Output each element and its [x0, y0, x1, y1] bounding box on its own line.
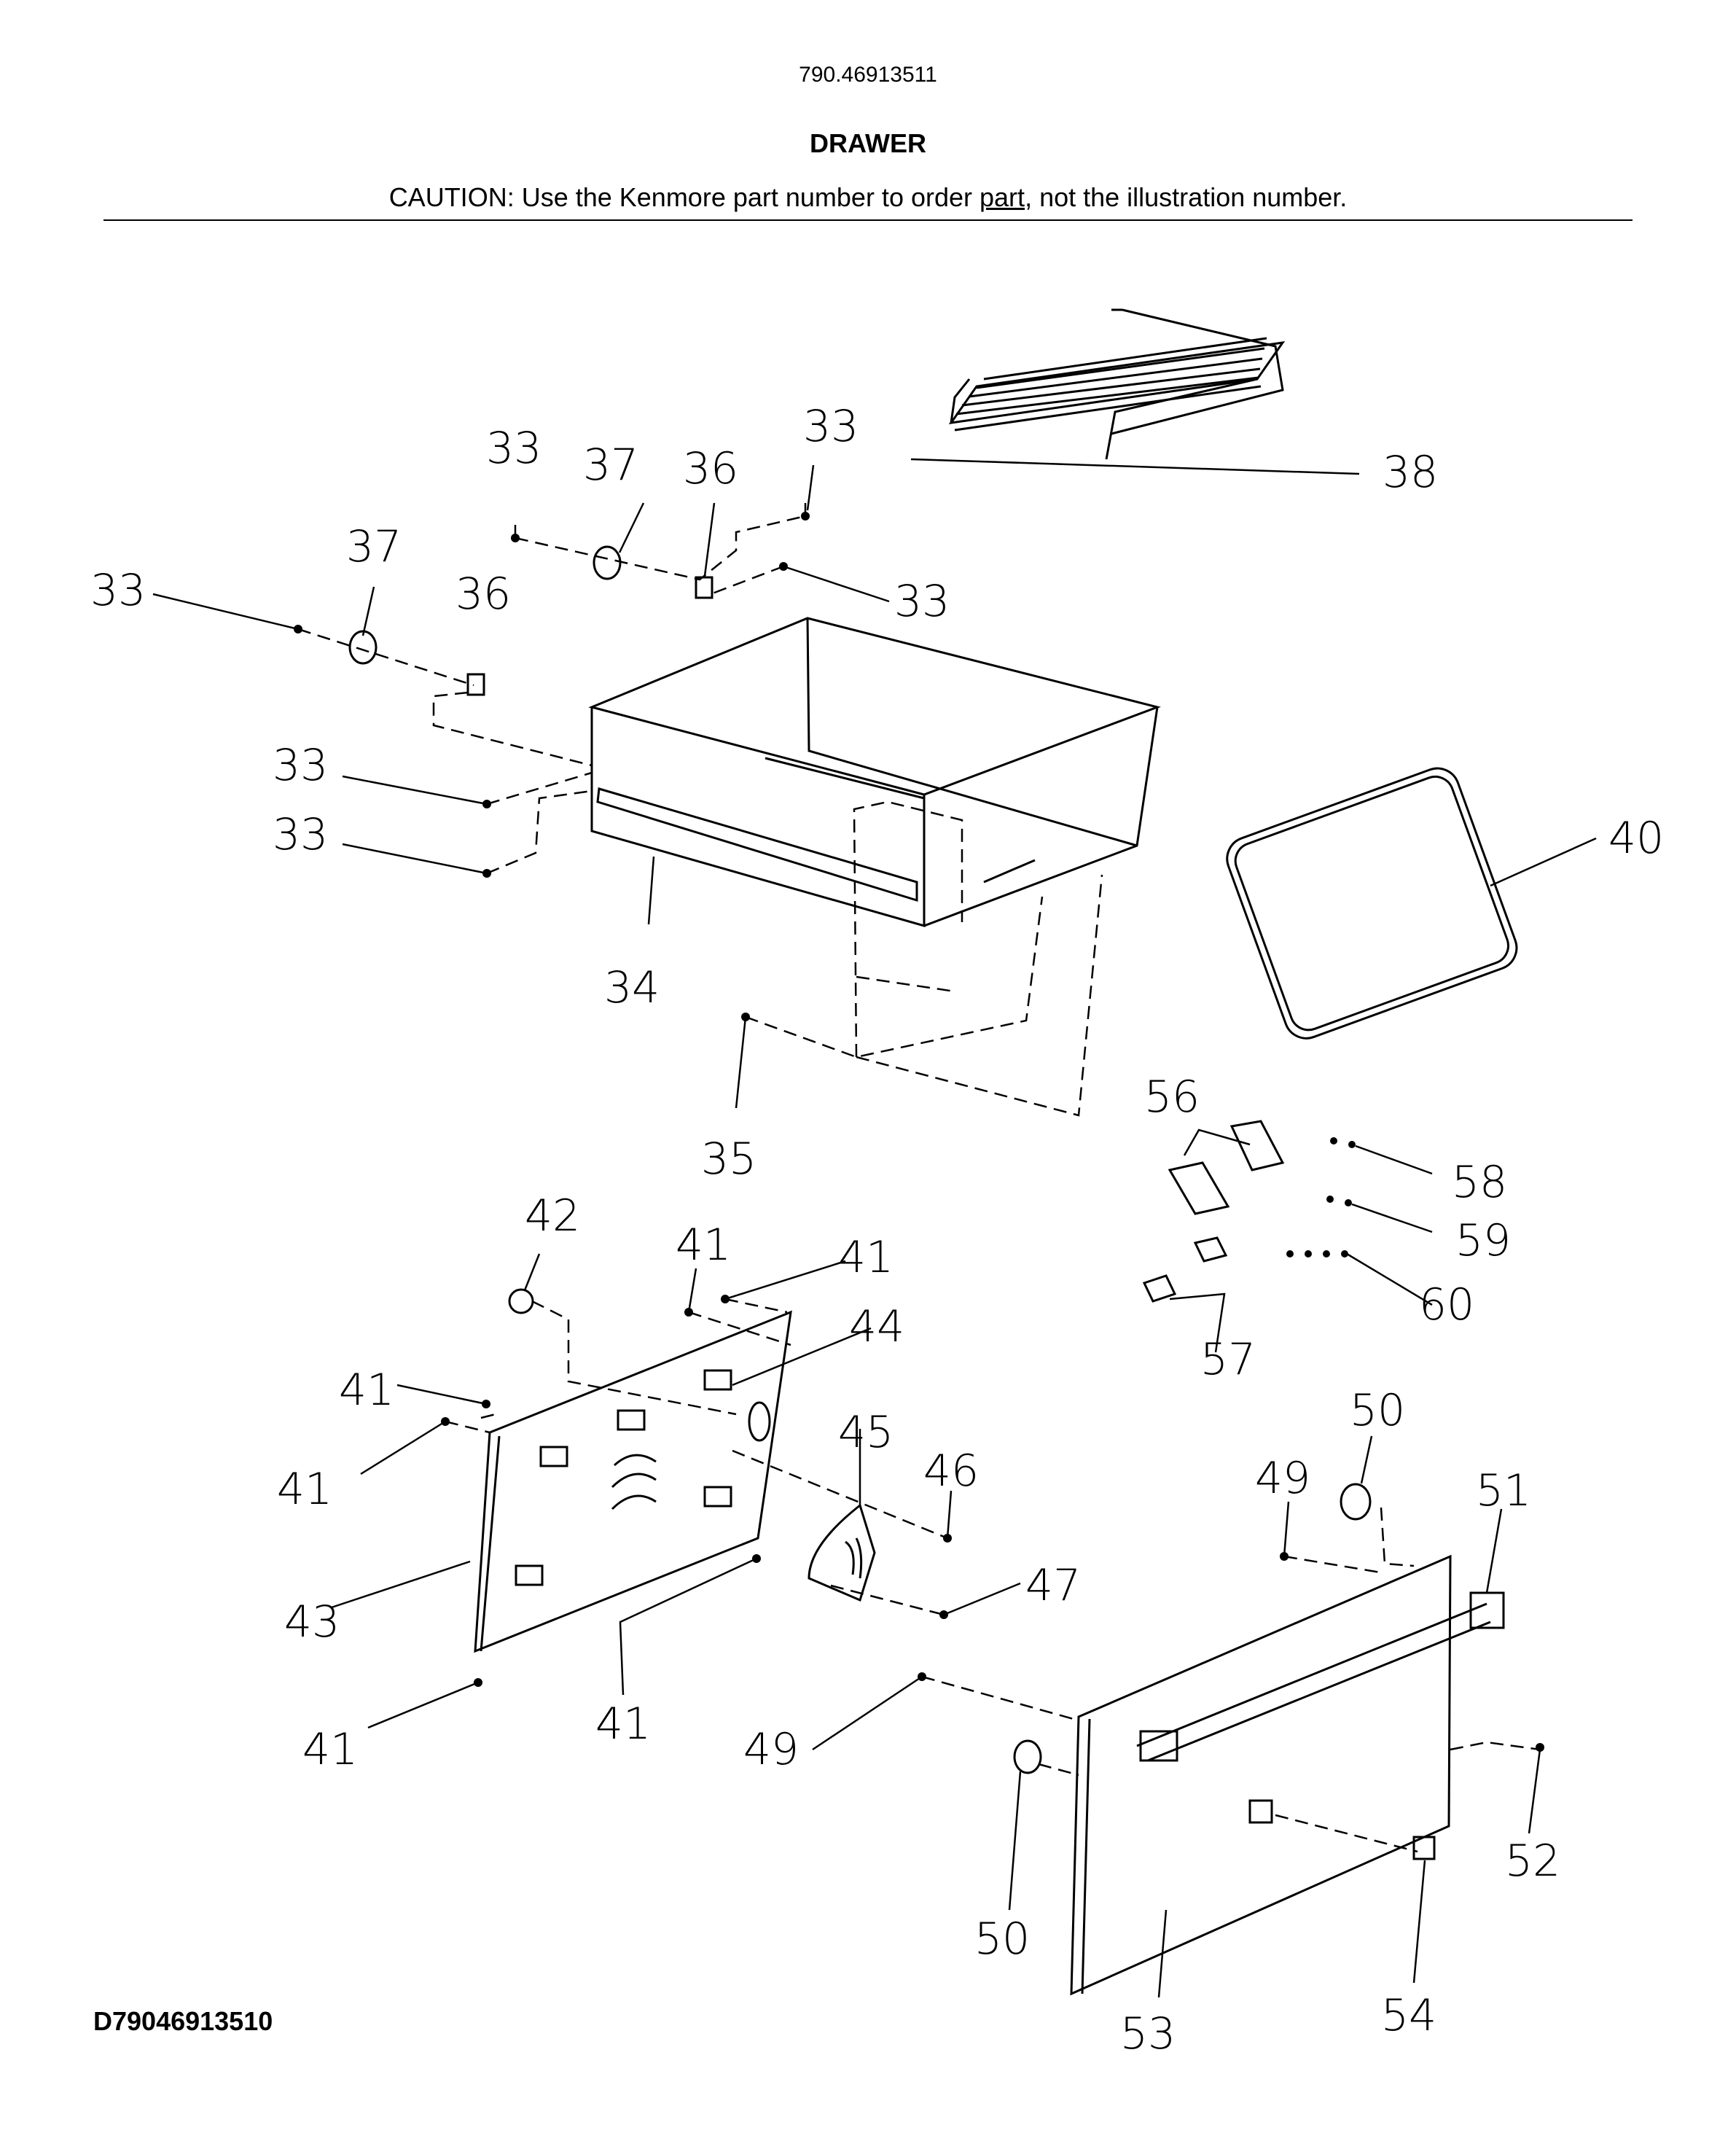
callout-35: 35: [701, 1134, 756, 1185]
door-gasket-part-40: [1226, 767, 1518, 1040]
leader-lines: [152, 458, 1597, 1998]
callout-33: 33: [486, 423, 541, 474]
callout-45: 45: [838, 1407, 894, 1458]
callout-33: 33: [273, 809, 328, 860]
bumper-part-50-top: [1340, 1483, 1372, 1521]
callout-50: 50: [1350, 1385, 1405, 1436]
callout-36: 36: [455, 569, 511, 620]
callout-49: 49: [1255, 1453, 1310, 1504]
callout-43: 43: [284, 1596, 340, 1647]
lens-part-54: [1412, 1836, 1436, 1860]
callout-41: 41: [339, 1365, 394, 1416]
cover-part-45: [808, 1503, 876, 1602]
callout-58: 58: [1452, 1157, 1507, 1208]
callout-36: 36: [683, 443, 738, 494]
bracket-part-57-right: [1193, 1236, 1228, 1263]
callout-38: 38: [1383, 447, 1438, 498]
drawer-box-part-34: [588, 617, 1162, 927]
diagram-id: D79046913510: [93, 2006, 273, 2036]
callout-51: 51: [1476, 1465, 1531, 1516]
callout-54: 54: [1381, 1990, 1436, 2041]
callout-46: 46: [923, 1446, 979, 1497]
bracket-part-56-right: [1229, 1120, 1285, 1171]
caution-text-end: , not the illustration number.: [1025, 182, 1348, 212]
callout-41: 41: [595, 1699, 651, 1750]
callout-41: 41: [838, 1232, 894, 1283]
door-handle-part-51: [1136, 1591, 1505, 1762]
glide-part-37-left: [348, 630, 378, 665]
callout-57: 57: [1200, 1334, 1256, 1385]
callout-37: 37: [583, 440, 638, 491]
callout-41: 41: [302, 1724, 358, 1775]
wire-rack-part-38: [948, 308, 1286, 460]
callout-40: 40: [1608, 813, 1664, 864]
callout-labels: 33 37 36 33 33 33 37 36 33 33 38 34 35 4…: [90, 401, 1664, 2059]
callout-47: 47: [1025, 1560, 1081, 1611]
bumper-part-50-bottom: [1013, 1739, 1042, 1774]
callout-53: 53: [1120, 2008, 1176, 2059]
callout-42: 42: [525, 1190, 580, 1241]
clip-part-36-left: [466, 673, 485, 696]
dashed-assembly-lines: [297, 503, 1541, 1853]
caution-text: CAUTION: Use the Kenmore part number to …: [388, 182, 980, 212]
callout-50: 50: [974, 1914, 1030, 1965]
clip-part-36-top: [695, 576, 713, 599]
callout-59: 59: [1455, 1215, 1511, 1266]
callout-33: 33: [273, 740, 328, 791]
callout-41: 41: [277, 1464, 332, 1515]
callout-52: 52: [1505, 1836, 1560, 1887]
bracket-part-57-left: [1142, 1274, 1177, 1303]
section-title: DRAWER: [810, 128, 926, 158]
callout-33: 33: [90, 565, 146, 616]
grommet-part-42: [508, 1288, 534, 1314]
callout-60: 60: [1419, 1279, 1474, 1330]
callout-44: 44: [849, 1301, 904, 1352]
caution-part-word: part: [980, 182, 1025, 212]
callout-33: 33: [803, 401, 859, 452]
callout-33: 33: [894, 576, 950, 627]
bracket-part-56-left: [1168, 1161, 1230, 1215]
glide-part-37-top: [593, 545, 622, 580]
callout-41: 41: [676, 1220, 731, 1271]
inner-door-panel-part-43: [474, 1310, 792, 1653]
callout-37: 37: [346, 521, 402, 572]
model-number: 790.46913511: [799, 63, 937, 87]
header-divider: [103, 219, 1633, 221]
callout-34: 34: [604, 962, 660, 1013]
caution-note: CAUTION: Use the Kenmore part number to …: [0, 182, 1736, 213]
callout-56: 56: [1144, 1072, 1200, 1123]
outer-door-panel-part-53: [1070, 1554, 1452, 1996]
callout-49: 49: [743, 1724, 799, 1775]
